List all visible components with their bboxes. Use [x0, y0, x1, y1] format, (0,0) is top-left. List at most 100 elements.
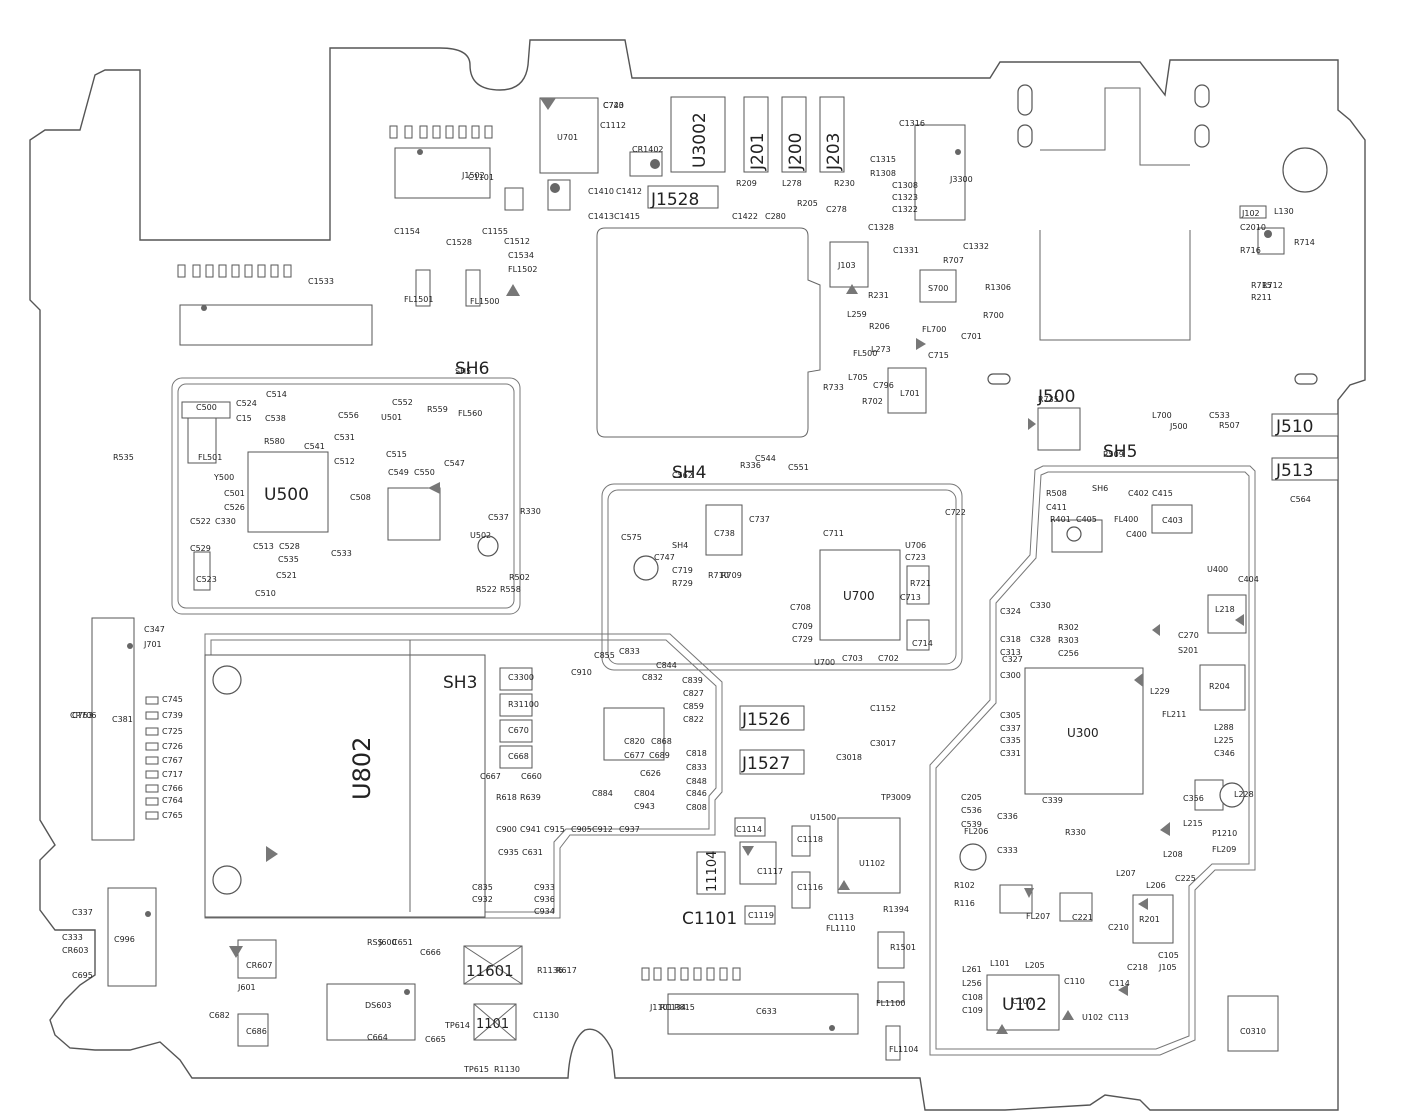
label-j510: J510: [1275, 417, 1313, 437]
c667-part: [499, 719, 533, 743]
part-label: S201: [1178, 646, 1198, 655]
part-label: R716: [1240, 246, 1261, 255]
part-label: C1114: [736, 825, 762, 834]
part-label: R1136: [537, 966, 563, 975]
part-label: SH6: [1092, 484, 1108, 493]
part-label: C767: [162, 756, 183, 765]
c510-part: [193, 551, 211, 591]
part-label: R330: [1065, 828, 1086, 837]
part-label: C552: [392, 398, 413, 407]
part-label: C1328: [868, 223, 894, 232]
part-label: C820: [624, 737, 645, 746]
part-11104: [696, 851, 726, 895]
part-label: C305: [1000, 711, 1021, 720]
cap-column-j701: [145, 696, 159, 820]
pin1-triangle: [1160, 822, 1170, 836]
c660-part: [499, 745, 533, 769]
part-label: C1152: [870, 704, 896, 713]
part-label: C541: [304, 442, 325, 451]
pad-circle: [212, 865, 242, 895]
pin1-triangle: [1118, 984, 1128, 996]
part-label: J3300: [949, 175, 973, 184]
part-label: C711: [823, 529, 844, 538]
u300-chip: [1024, 667, 1144, 795]
pin1-triangle: [1138, 898, 1148, 910]
part-label: C513: [253, 542, 274, 551]
part-label: C713: [900, 593, 921, 602]
part-label: L207: [1116, 869, 1136, 878]
part-label: C562: [672, 471, 693, 480]
part-label: R707: [943, 256, 964, 265]
part-label: TP615: [463, 1065, 489, 1074]
part-label: C884: [592, 789, 613, 798]
part-label: C1155: [482, 227, 508, 236]
part-label: C660: [521, 772, 542, 781]
part-label: C689: [649, 751, 670, 760]
slot-hole: [1017, 84, 1033, 116]
part-label: C633: [756, 1007, 777, 1016]
part-label: R1134: [660, 1003, 686, 1012]
part-label: R729: [672, 579, 693, 588]
pin1-triangle: [846, 284, 858, 294]
slot-hole: [1294, 373, 1318, 385]
part-label: L288: [1214, 723, 1234, 732]
part-label: C935: [498, 848, 519, 857]
pin1-triangle: [229, 946, 243, 958]
rss-part: [237, 1013, 269, 1047]
part-label: C526: [224, 503, 245, 512]
c711-part: [906, 619, 930, 651]
part-label: C575: [621, 533, 642, 542]
part-label: C709: [792, 622, 813, 631]
part-label: C915: [544, 825, 565, 834]
part-label: C943: [634, 802, 655, 811]
part-label: C827: [683, 689, 704, 698]
u102-chip: [986, 974, 1060, 1031]
pin1-dot: [829, 1025, 835, 1031]
part-label: C1118: [797, 835, 823, 844]
part-label: C107: [1012, 997, 1033, 1006]
pad-circle: [959, 843, 987, 871]
part-label: RSS: [367, 938, 383, 947]
part-label: C335: [1000, 736, 1021, 745]
part-label: C415: [1152, 489, 1173, 498]
board-outline: [29, 39, 1366, 1111]
part-label: C404: [1238, 575, 1259, 584]
part-label: C1528: [446, 238, 472, 247]
part-label: C510: [255, 589, 276, 598]
pin1-triangle: [1152, 624, 1160, 636]
part-label: C210: [1108, 923, 1129, 932]
j500-connector: [1037, 407, 1081, 451]
part-label: FL211: [1162, 710, 1186, 719]
part-label: C670: [508, 726, 529, 735]
part-label: C331: [1000, 749, 1021, 758]
part-label: C535: [278, 555, 299, 564]
part-label: C726: [162, 742, 183, 751]
shield-label-sh6: SH5: [1103, 442, 1137, 462]
part-label: C739: [162, 711, 183, 720]
j1528-connector: [647, 185, 719, 209]
part-label: C327: [1002, 655, 1023, 664]
label-u3002: U3002: [690, 112, 710, 168]
part-label: C910: [571, 668, 592, 677]
part-label: C822: [683, 715, 704, 724]
c677-block: [603, 707, 665, 761]
fl207-part: [999, 884, 1033, 914]
part-label: R209: [736, 179, 757, 188]
part-label: TP3009: [880, 793, 911, 802]
part-label: C1413: [588, 212, 614, 221]
slot-hole: [1194, 124, 1210, 148]
part-label: C723: [603, 101, 624, 110]
cap-strip-top: [389, 125, 493, 139]
part-label: R1501: [890, 943, 916, 952]
part-label: C538: [265, 414, 286, 423]
part-label: C539: [961, 820, 982, 829]
part-label: C1415: [614, 212, 640, 221]
part-label: C1154: [394, 227, 420, 236]
part-label: C667: [480, 772, 501, 781]
shield-label-sh3: SH3: [443, 673, 477, 693]
shield-sh5-inner: [177, 383, 515, 609]
part-label: C708: [790, 603, 811, 612]
part-label: P1210: [1212, 829, 1237, 838]
